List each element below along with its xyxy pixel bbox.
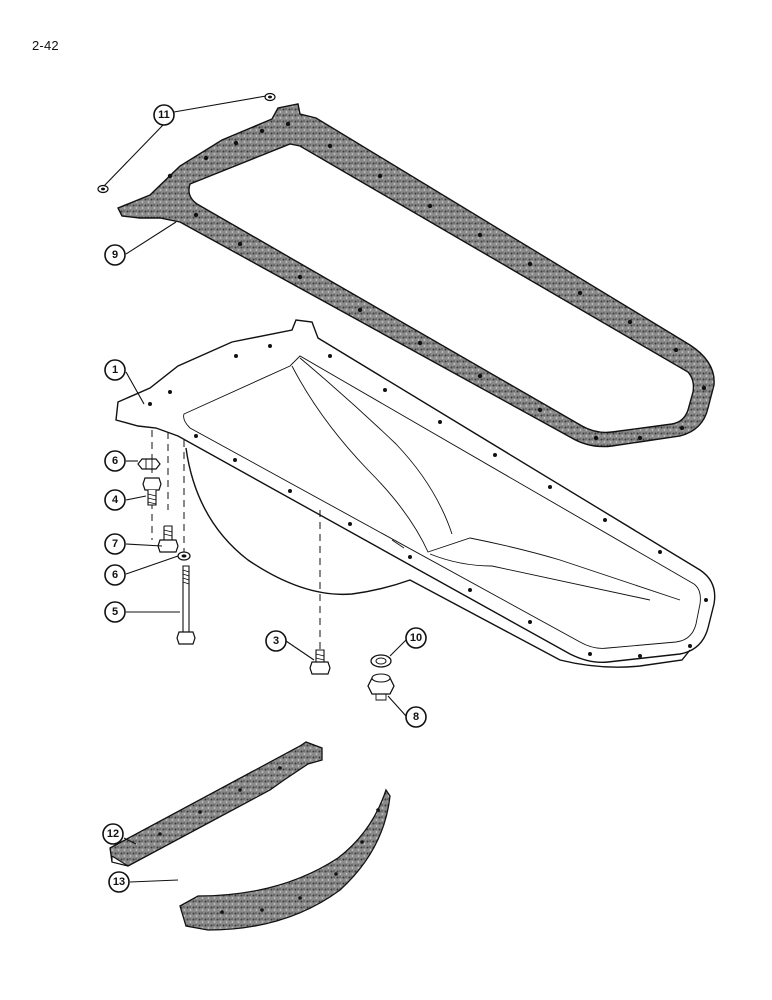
svg-text:4: 4: [112, 494, 119, 506]
svg-text:1: 1: [112, 364, 118, 376]
callout-12: 12: [102, 823, 124, 845]
callout-9: 9: [104, 244, 126, 266]
callout-6-lower: 6: [104, 564, 126, 586]
dowel-pin: [264, 92, 276, 102]
callout-8: 8: [405, 706, 427, 728]
drain-plug: [367, 673, 395, 701]
front-seal-strip: [109, 741, 323, 867]
sealing-washer: [370, 654, 392, 668]
callout-5: 5: [104, 601, 126, 623]
svg-text:8: 8: [413, 711, 419, 723]
svg-text:12: 12: [107, 828, 119, 840]
svg-text:6: 6: [112, 455, 118, 467]
leader-lines: [103, 95, 407, 883]
page-number: 2-42: [32, 38, 59, 53]
oil-pan-gasket: [117, 103, 715, 448]
washer: [177, 551, 191, 561]
svg-text:11: 11: [158, 109, 170, 121]
callout-1: 1: [104, 359, 126, 381]
svg-text:10: 10: [410, 632, 422, 644]
hex-nut: [137, 458, 161, 470]
svg-text:3: 3: [273, 635, 279, 647]
svg-text:6: 6: [112, 569, 118, 581]
oil-pan: [115, 319, 716, 668]
callout-11: 11: [153, 104, 175, 126]
callout-3: 3: [265, 630, 287, 652]
callout-4: 4: [104, 489, 126, 511]
callout-10: 10: [405, 627, 427, 649]
svg-text:5: 5: [112, 606, 118, 618]
long-bolt: [176, 565, 196, 645]
short-bolt: [142, 477, 162, 506]
svg-text:7: 7: [112, 538, 118, 550]
dowel-pin: [97, 184, 109, 194]
callout-6: 6: [104, 450, 126, 472]
callout-13: 13: [108, 871, 130, 893]
stud-bolt: [157, 525, 179, 553]
svg-text:13: 13: [113, 876, 125, 888]
svg-text:9: 9: [112, 249, 118, 261]
rear-seal-strip: [179, 788, 391, 931]
callout-7: 7: [104, 533, 126, 555]
pan-bolt: [309, 649, 331, 675]
